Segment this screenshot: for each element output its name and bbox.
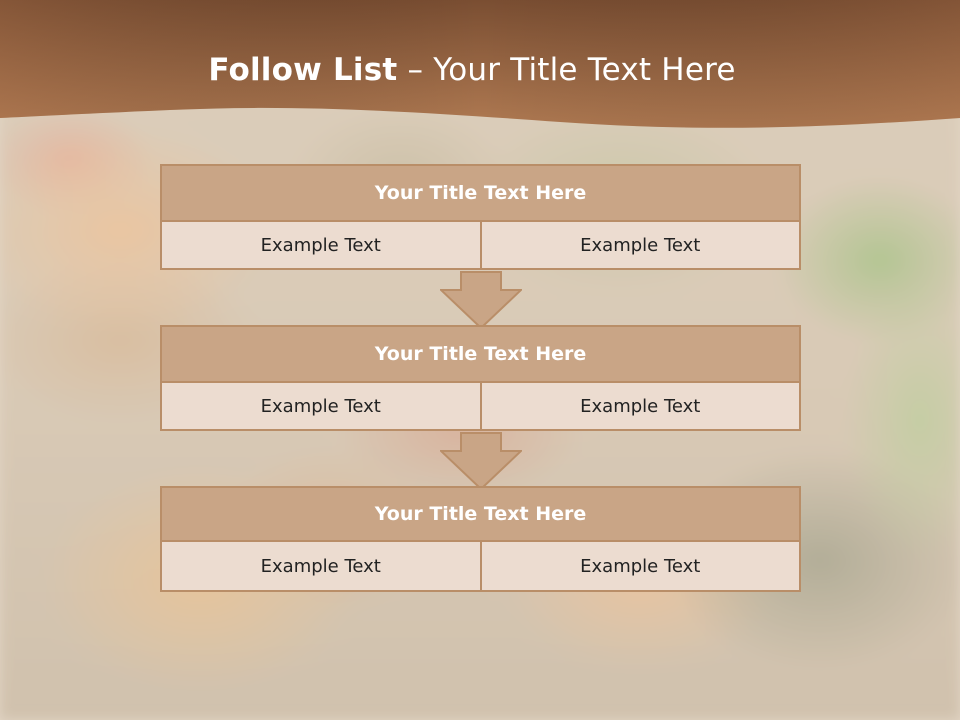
flow-step-cell-left: Example Text: [160, 540, 481, 592]
flow-step-cell-left: Example Text: [160, 220, 481, 270]
flow-step-cell-right: Example Text: [480, 540, 801, 592]
flow-step-row: Example Text Example Text: [160, 220, 801, 270]
slide-title: Follow List – Your Title Text Here: [0, 52, 944, 88]
flow-step-2: Your Title Text Here Example Text Exampl…: [160, 325, 801, 433]
flow-step-cell-right: Example Text: [480, 220, 801, 270]
flow-step-3: Your Title Text Here Example Text Exampl…: [160, 486, 801, 592]
header-banner: [0, 0, 960, 128]
flow-step-row: Example Text Example Text: [160, 381, 801, 431]
flow-step-title: Your Title Text Here: [160, 164, 801, 222]
flow-step-row: Example Text Example Text: [160, 540, 801, 592]
flow-step-cell-left: Example Text: [160, 381, 481, 431]
down-arrow-icon: [440, 271, 522, 329]
slide-title-rest: – Your Title Text Here: [407, 52, 736, 88]
flow-step-1: Your Title Text Here Example Text Exampl…: [160, 164, 801, 272]
flow-step-cell-right: Example Text: [480, 381, 801, 431]
slide-title-bold: Follow List: [208, 52, 398, 88]
down-arrow-icon: [440, 432, 522, 490]
flow-step-title: Your Title Text Here: [160, 486, 801, 542]
flow-step-title: Your Title Text Here: [160, 325, 801, 383]
